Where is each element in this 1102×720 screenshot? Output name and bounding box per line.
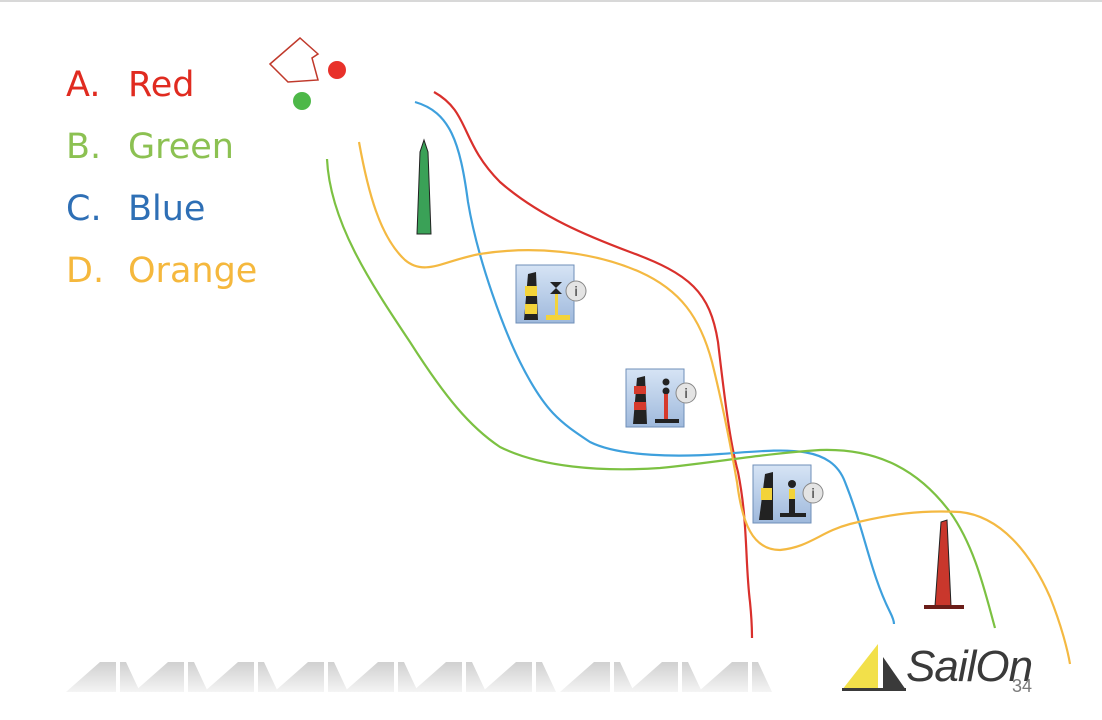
cardinal-mark-icon: i [752, 464, 824, 524]
option-b-label: Green [128, 127, 234, 167]
blue-course-line [414, 100, 896, 625]
option-d-letter: D. [66, 251, 105, 291]
start-pin-mark [328, 61, 346, 79]
cardinal-mark-icon: i [515, 264, 587, 324]
start-boat-end-mark [293, 92, 311, 110]
svg-text:i: i [684, 387, 688, 402]
orange-course-line [357, 141, 1072, 665]
isolated-danger-mark-icon: i [625, 368, 697, 428]
sailon-logo-icon [842, 644, 906, 691]
page-number: 34 [1012, 676, 1033, 696]
option-c-letter: C. [66, 189, 102, 229]
option-c[interactable]: C. Blue [66, 184, 257, 246]
option-a-letter: A. [66, 65, 101, 105]
red-mark-icon [924, 519, 964, 609]
option-a[interactable]: A. Red [66, 60, 257, 122]
option-a-label: Red [128, 65, 195, 105]
svg-text:i: i [811, 487, 815, 502]
option-b[interactable]: B. Green [66, 122, 257, 184]
option-d[interactable]: D. Orange [66, 246, 257, 308]
logo-text: SailOn [906, 642, 1033, 691]
option-d-label: Orange [128, 251, 258, 291]
svg-text:i: i [574, 285, 578, 300]
decorative-chevron-row [66, 662, 772, 692]
answer-options: A. Red B. Green C. Blue D. Orange [66, 60, 257, 308]
green-mark-icon [416, 138, 432, 235]
red-course-line [433, 91, 754, 639]
option-b-letter: B. [66, 127, 102, 167]
option-c-label: Blue [128, 189, 206, 229]
boat-outline-icon [268, 37, 320, 83]
